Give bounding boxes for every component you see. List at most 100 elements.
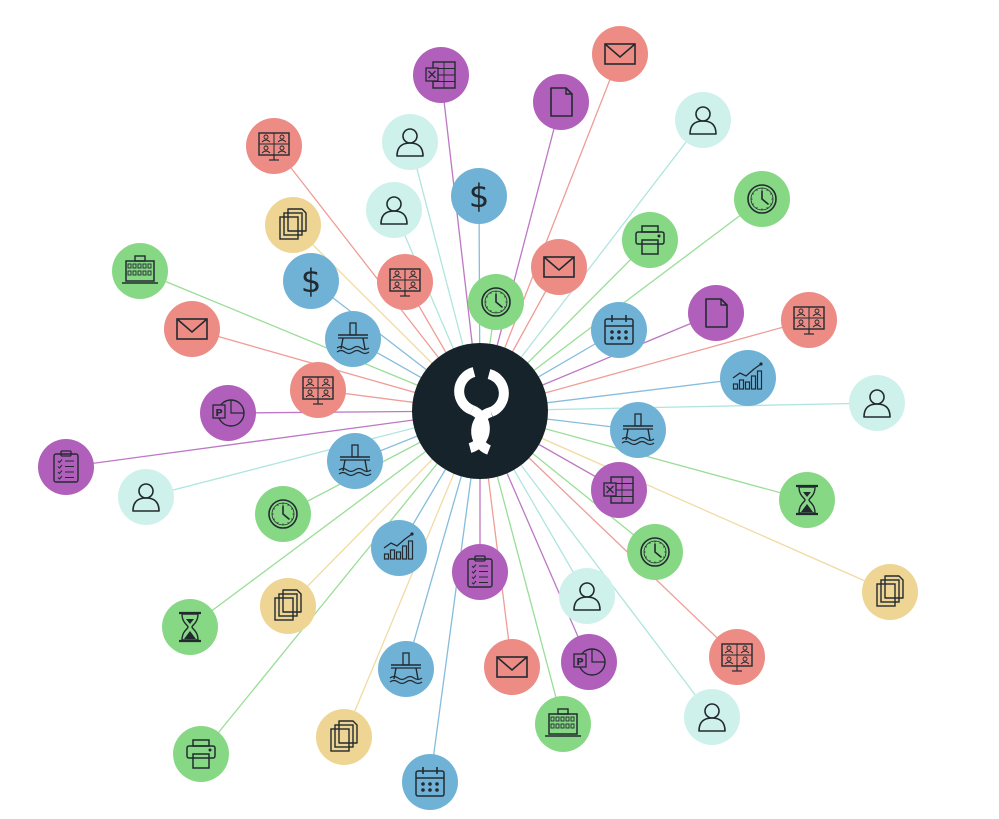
node-user-top-right: [675, 92, 731, 148]
node-circle: [610, 402, 666, 458]
node-clipboard-lower: [452, 544, 508, 600]
node-circle: [592, 26, 648, 82]
node-files-bottom: [316, 709, 372, 765]
oil-rig-icon: [621, 413, 655, 446]
icon-nodes: $ $ P P: [38, 26, 918, 810]
node-circle: [327, 433, 383, 489]
node-circle: [378, 641, 434, 697]
node-user-far-right: [849, 375, 905, 431]
oil-rig-icon: [389, 652, 423, 685]
node-files-lower-left: [260, 578, 316, 634]
node-circle: [366, 182, 422, 238]
meeting-icon: [793, 306, 825, 335]
node-files-top-left: [265, 197, 321, 253]
calendar-icon: [604, 315, 634, 345]
printer-icon: [186, 739, 216, 769]
clipboard-icon: [53, 450, 79, 483]
powerpoint-icon: P: [212, 399, 245, 427]
node-circle: [533, 74, 589, 130]
node-circle: [382, 114, 438, 170]
node-circle: [684, 689, 740, 745]
node-clipboard-left: [38, 439, 94, 495]
node-meeting-upper: [377, 254, 433, 310]
clock-icon: [268, 499, 298, 529]
dollar-icon: $: [469, 177, 489, 215]
powerpoint-icon: P: [573, 648, 606, 676]
meeting-icon: [721, 643, 753, 672]
node-powerpoint-lower: P: [561, 634, 617, 690]
node-circle: [484, 639, 540, 695]
growth-chart-icon: [383, 532, 414, 560]
node-calendar-upper-right: [591, 302, 647, 358]
user-icon: [396, 128, 424, 157]
node-oilrig-lower: [378, 641, 434, 697]
excel-icon: [603, 476, 634, 504]
svg-text:P: P: [576, 657, 583, 668]
node-hourglass-lower-left: [162, 599, 218, 655]
node-mail-left: [164, 301, 220, 357]
svg-text:$: $: [469, 177, 489, 215]
connection-line: [200, 410, 481, 755]
node-circle: [316, 709, 372, 765]
files-icon: [279, 208, 307, 240]
user-icon: [380, 196, 408, 225]
node-circle: [164, 301, 220, 357]
node-dollar-left: $: [283, 253, 339, 309]
meeting-icon: [389, 268, 421, 297]
office-building-icon: [122, 255, 158, 284]
user-icon: [132, 483, 160, 512]
node-user-top-left: [382, 114, 438, 170]
node-user-lower-right: [684, 689, 740, 745]
node-circle: [591, 302, 647, 358]
files-icon: [330, 720, 358, 752]
node-circle: [675, 92, 731, 148]
node-office-left: [112, 243, 168, 299]
node-circle: [531, 239, 587, 295]
user-icon: [698, 703, 726, 732]
node-circle: [862, 564, 918, 620]
mail-icon: [496, 656, 528, 678]
node-circle: [688, 285, 744, 341]
hourglass-icon: [796, 484, 818, 516]
node-circle: [849, 375, 905, 431]
central-hub-logo: [412, 343, 548, 479]
clock-icon: [747, 184, 777, 214]
connection-line: [479, 410, 891, 593]
node-clock-lower-right: [627, 524, 683, 580]
node-circle: [265, 197, 321, 253]
node-circle: [779, 472, 835, 528]
node-user-left: [118, 469, 174, 525]
node-circle: [561, 634, 617, 690]
node-meeting-lower-right: [709, 629, 765, 685]
files-icon: [876, 575, 904, 607]
node-circle: [260, 578, 316, 634]
node-circle: [118, 469, 174, 525]
document-icon: [705, 298, 728, 328]
mail-icon: [176, 318, 208, 340]
clock-icon: [640, 537, 670, 567]
node-user-upper-left: [366, 182, 422, 238]
user-icon: [689, 106, 717, 135]
node-meeting-right: [781, 292, 837, 348]
oil-rig-icon: [338, 444, 372, 477]
node-mail-lower: [484, 639, 540, 695]
node-oilrig-right: [610, 402, 666, 458]
node-meeting-left: [290, 362, 346, 418]
node-hourglass-right: [779, 472, 835, 528]
node-printer-lower-left: [173, 726, 229, 782]
connection-line: [65, 410, 481, 468]
node-chart-right: [720, 350, 776, 406]
user-icon: [863, 389, 891, 418]
printer-icon: [635, 225, 665, 255]
node-circle: [720, 350, 776, 406]
node-calendar-bottom: [402, 754, 458, 810]
clock-icon: [481, 287, 511, 317]
node-circle: [559, 568, 615, 624]
node-clock-top-right: [734, 171, 790, 227]
calendar-icon: [415, 767, 445, 797]
node-meeting-top-left: [246, 118, 302, 174]
node-oilrig-left: [327, 433, 383, 489]
node-office-lower: [535, 696, 591, 752]
